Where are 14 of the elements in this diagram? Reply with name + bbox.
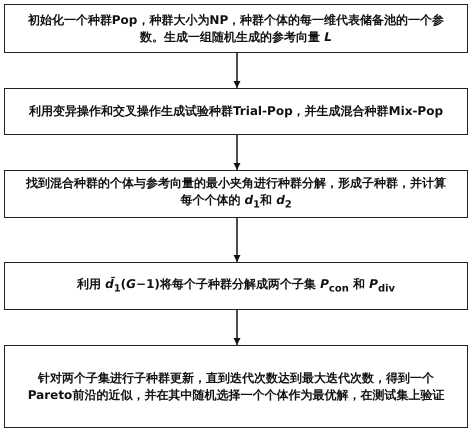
arrow (234, 310, 240, 345)
process-box (4, 262, 468, 310)
arrow (234, 53, 240, 88)
process-box (4, 345, 468, 428)
process-box (4, 88, 468, 135)
step-text: 初始化一个种群Pop，种群大小为NP，种群个体的每一维代表储备池的一个参数。生成一组随机生成的参考向量 L (26, 12, 446, 46)
arrow (234, 218, 240, 262)
process-box (4, 170, 468, 218)
step-text: 针对两个子集进行子种群更新，直到迭代次数达到最大迭代次数，得到一个Pareto前沿的近似，并在其中随机选择一个个体作为最优解，在测试集上验证 (26, 370, 446, 404)
step-text: 利用变异操作和交叉操作生成试验种群Trial-Pop，并生成混合种群Mix-Pop (28, 103, 444, 120)
process-box (4, 4, 468, 53)
arrow (234, 135, 240, 170)
step-text: 利用 d̄$_{1}$(G−1)将每个子种群分解成两个子集 P$_{con}$ 和 P$_{div}$ (76, 276, 396, 296)
step-text: 找到混合种群的个体与参考向量的最小夹角进行种群分解，形成子种群，并计算每个个体的 d$_{1}$和 d$_{2}$ (25, 175, 447, 213)
